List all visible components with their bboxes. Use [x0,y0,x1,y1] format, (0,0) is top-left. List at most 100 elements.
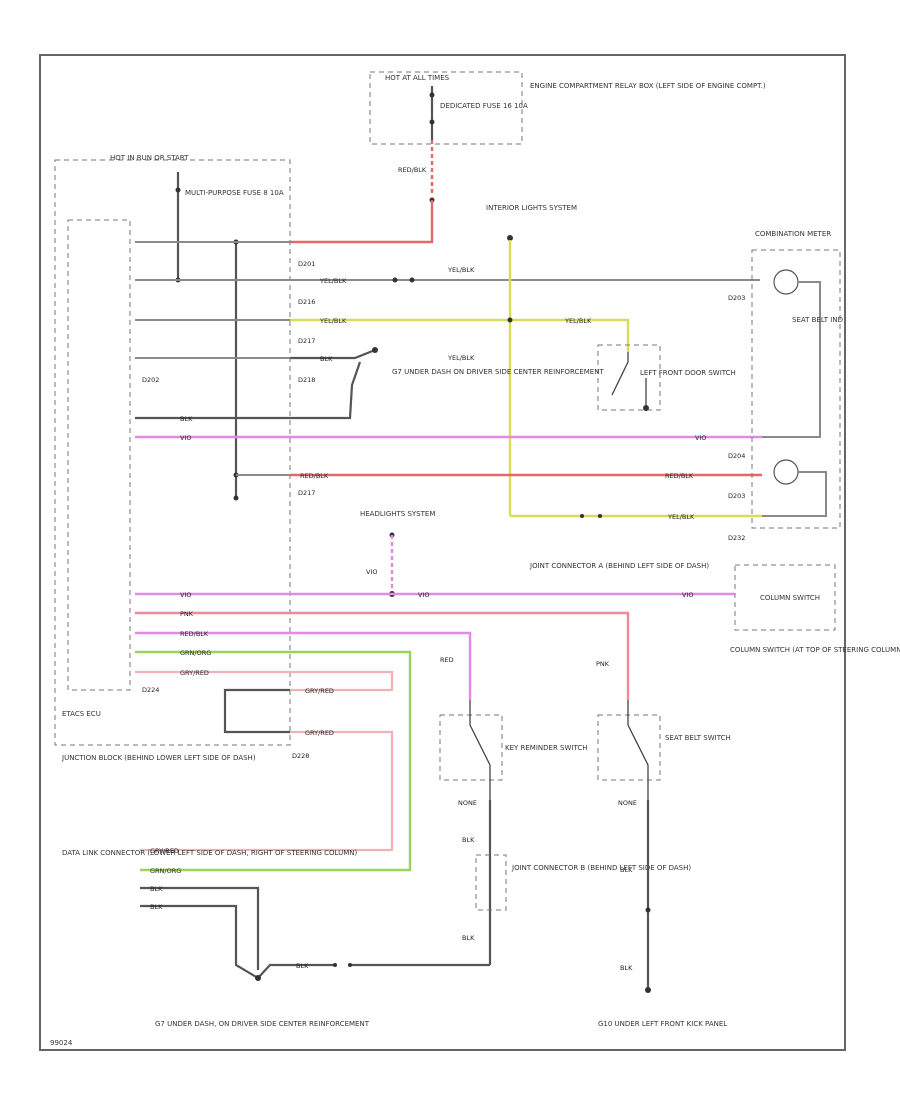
fuse16-node [429,92,435,98]
connector-d217: D217 [298,337,315,345]
dash-node-4 [348,963,352,967]
seat-belt-switch-box [597,714,661,781]
headlights-label: HEADLIGHTS SYSTEM [360,510,435,518]
connector-dot-a [580,514,584,518]
relay-box-outline [369,71,523,145]
connector-d217b: D217 [298,489,315,497]
column-switch-label: COLUMN SWITCH [760,594,820,602]
door-switch-symbol [611,352,647,408]
data-link-label: DATA LINK CONNECTOR (LOWER LEFT SIDE OF … [62,849,358,857]
grn-org-label-1: GRN/ORG [180,649,211,657]
none-label-2: NONE [618,799,637,807]
meter-internal-wire [762,281,821,438]
red-label-key: RED [440,656,454,664]
door-switch-box [597,344,661,411]
red-blk-label-3: RED/BLK [665,472,694,480]
dash-node-2 [409,277,415,283]
blk-g7-wire [257,963,490,979]
red-blk-label-2: RED/BLK [300,472,329,480]
yel-wire-door [290,318,630,352]
blk-label-8: BLK [150,903,163,911]
interior-lights-label: INTERIOR LIGHTS SYSTEM [486,204,577,212]
meter-lamp-1 [773,269,799,295]
connector-d203b: D203 [728,492,745,500]
hot-in-run-label: HOT IN RUN OR START [110,154,189,162]
column-switch-loc-label: COLUMN SWITCH (AT TOP OF STEERING COLUMN… [730,646,900,654]
blk-label-7: BLK [150,885,163,893]
d224-jumper [223,688,290,734]
hot-at-all-times-label: HOT AT ALL TIMES [385,74,450,82]
seat-belt-node [645,907,651,913]
pnk-wire [135,611,630,700]
connector-d228: D228 [292,752,309,760]
junction-block-label: JUNCTION BLOCK (BEHIND LOWER LEFT SIDE O… [61,754,256,762]
bus-node-3 [233,495,239,501]
gry-red-wire-2 [140,730,394,852]
pnk-label-2: PNK [596,660,610,668]
pnk-label-1: PNK [180,610,194,618]
key-reminder-label: KEY REMINDER SWITCH [505,744,588,752]
red-blk-key-wire [135,631,472,700]
vio-label-5: VIO [418,591,429,599]
yel-blk-label-3: YEL/BLK [564,317,592,325]
multi-fuse-label: MULTI-PURPOSE FUSE 8 10A [185,189,284,197]
blk-label-4: BLK [462,934,475,942]
blk-label-9: BLK [296,962,309,970]
vio-label-3: VIO [366,568,377,576]
red-blk-wire-201 [290,200,434,244]
vio-label-2: VIO [695,434,706,442]
gry-red-label-4: GRY/RED [150,847,179,855]
connector-d203: D203 [728,294,745,302]
yel-blk-label-2: YEL/BLK [319,317,347,325]
dash-node-3 [333,963,337,967]
g7-label: G7 UNDER DASH ON DRIVER SIDE CENTER REIN… [392,368,604,376]
blk-label-1: BLK [320,355,333,363]
blk-label-5: BLK [620,866,633,874]
joint-connector-b-label: JOINT CONNECTOR B (BEHIND LEFT SIDE OF D… [511,864,691,872]
connector-d224: D224 [142,686,159,694]
blk-dlc-wire-2 [140,904,259,979]
gry-red-label-2: GRY/RED [305,687,334,695]
gry-red-wire [135,670,394,692]
dash-node-1 [392,277,398,283]
dedicated-fuse-label: DEDICATED FUSE 16 10A [440,102,528,110]
door-switch-ground [643,405,649,411]
g7-node [372,347,378,353]
blk-dlc-wire-1 [140,886,260,970]
gry-red-label-3: GRY/RED [305,729,334,737]
column-switch-box [734,564,836,631]
key-reminder-symbol [469,700,491,800]
g10-bottom-label: G10 UNDER LEFT FRONT KICK PANEL [598,1020,727,1028]
g7-bottom-node [255,975,261,981]
blk-label-6: BLK [620,964,633,972]
engine-relay-box-label: ENGINE COMPARTMENT RELAY BOX (LEFT SIDE … [530,82,766,90]
joint-connector-a-label: JOINT CONNECTOR A (BEHIND LEFT SIDE OF D… [529,562,709,570]
footer-code: 99024 [50,1039,73,1047]
key-reminder-box [439,714,503,781]
connector-d204: D204 [728,452,745,460]
combination-meter-box [751,249,841,529]
blk-label-2: BLK [180,415,193,423]
fuse16-node-2 [429,119,435,125]
yel-blk-label-top: YEL/BLK [319,277,347,285]
yel-blk-label-5: YEL/BLK [667,513,695,521]
vio-label-1: VIO [180,434,191,442]
red-blk-label-top: RED/BLK [398,166,427,174]
fuse8-node [175,187,181,193]
connector-d218: D218 [298,376,315,384]
grn-org-label-2: GRN/ORG [150,867,181,875]
connector-d201: D201 [298,260,315,268]
grn-org-wire [135,650,412,872]
interior-lights-node [507,235,513,241]
diagram-frame [39,54,846,1051]
connector-d232: D232 [728,534,745,542]
etacs-ecu-box [67,219,131,691]
connector-dot-b [598,514,602,518]
yel-node [507,317,513,323]
vio-label-4: VIO [180,591,191,599]
meter-internal-wire-2 [762,471,827,517]
seat-belt-switch-label: SEAT BELT SWITCH [665,734,731,742]
yel-blk-label-mid: YEL/BLK [447,266,475,274]
g7-bottom-label: G7 UNDER DASH, ON DRIVER SIDE CENTER REI… [155,1020,370,1028]
